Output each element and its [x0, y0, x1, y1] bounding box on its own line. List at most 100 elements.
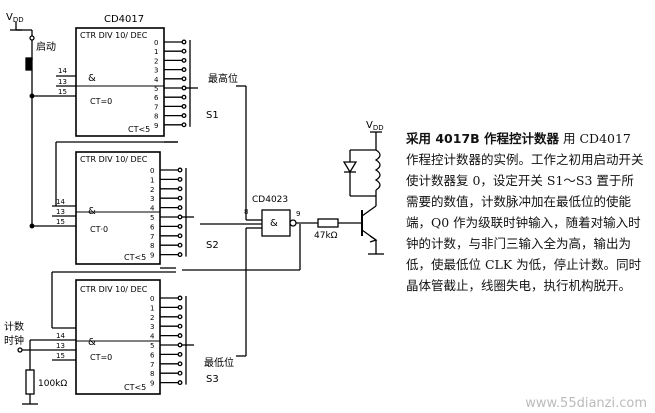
- switch-contact-3-5[interactable]: [177, 342, 183, 348]
- counter-title-2: CTR DIV 10/ DEC: [80, 155, 148, 164]
- switch-contact-2-0[interactable]: [177, 167, 183, 173]
- output-digit-2-4: 4: [150, 205, 155, 213]
- output-digit-3-2: 2: [150, 314, 154, 322]
- switch-contact-3-3[interactable]: [177, 323, 183, 329]
- description-title: 采用 4017B 作程控计数器: [406, 131, 560, 146]
- switch-contact-1-4[interactable]: [181, 76, 187, 82]
- output-digit-1-3: 3: [154, 67, 158, 75]
- switch-contact-1-8[interactable]: [181, 113, 187, 119]
- output-digit-2-7: 7: [150, 233, 154, 241]
- output-digit-3-0: 0: [150, 295, 154, 303]
- output-digit-3-3: 3: [150, 323, 154, 331]
- switch-contact-1-0[interactable]: [181, 39, 187, 45]
- switch-contact-2-9[interactable]: [177, 252, 183, 258]
- nand-gate: CD4023 & 8 9 47kΩ: [244, 195, 362, 241]
- counter-title-1: CTR DIV 10/ DEC: [80, 31, 148, 40]
- switch-contact-3-2[interactable]: [177, 314, 183, 320]
- counter-chip-1: CD4017 CTR DIV 10/ DEC CT=0 CT<5 &: [75, 14, 165, 137]
- switch-contact-1-9[interactable]: [181, 122, 187, 128]
- output-digit-1-1: 1: [154, 48, 158, 56]
- output-digit-1-0: 0: [154, 39, 158, 47]
- chip-top-label: CD4017: [104, 14, 144, 25]
- counter-chip-3: CTR DIV 10/ DEC CT=0 CT<5 &: [75, 279, 161, 395]
- output-digit-3-6: 6: [150, 351, 155, 359]
- clk-label-2: 时钟: [4, 334, 24, 347]
- switch-contact-2-6[interactable]: [177, 223, 183, 229]
- switch-contact-1-7[interactable]: [181, 103, 187, 109]
- switch-contact-2-3[interactable]: [177, 195, 183, 201]
- output-digit-1-7: 7: [154, 103, 158, 111]
- counter-chip-2: CTR DIV 10/ DEC CT·0 CT<5 &: [75, 151, 161, 265]
- description-text: 用 CD4017 作程控计数器的实例。工作之初用启动开关使计数器复 0，设定开关…: [406, 131, 644, 293]
- and-chip-label: CD4023: [252, 195, 288, 205]
- vdd-start-circuit: VDD 启动 14 13 15 14 13 15: [6, 12, 76, 229]
- output-digit-1-9: 9: [154, 122, 158, 130]
- output-digit-2-8: 8: [150, 242, 154, 250]
- pin13-2: 13: [56, 208, 65, 216]
- switch-contact-3-0[interactable]: [177, 295, 183, 301]
- pin14-1: 14: [58, 67, 67, 75]
- ct-lt5-1: CT<5: [128, 125, 150, 134]
- switch-contact-2-4[interactable]: [177, 205, 183, 211]
- switch-contact-1-3[interactable]: [181, 67, 187, 73]
- output-digit-2-1: 1: [150, 176, 154, 184]
- pin14-3: 14: [56, 332, 65, 340]
- pin13-3: 13: [56, 342, 65, 350]
- clock-input: 计数 时钟 100kΩ 14 13 15: [4, 320, 76, 405]
- output-digit-3-9: 9: [150, 380, 154, 388]
- s3-label: S3: [206, 374, 219, 385]
- output-digit-3-5: 5: [150, 342, 154, 350]
- output-digit-2-5: 5: [150, 214, 154, 222]
- switch-contact-3-4[interactable]: [177, 333, 183, 339]
- output-digit-1-6: 6: [154, 94, 159, 102]
- output-digit-3-1: 1: [150, 304, 154, 312]
- ct-zero-1: CT=0: [90, 97, 112, 106]
- switch-contact-2-5[interactable]: [177, 214, 183, 220]
- switch-bus: [51, 85, 301, 357]
- start-label: 启动: [36, 40, 56, 53]
- switch-contact-2-2[interactable]: [177, 186, 183, 192]
- output-digit-1-4: 4: [154, 76, 159, 84]
- switch-contact-3-9[interactable]: [177, 380, 183, 386]
- pin14-2: 14: [56, 198, 65, 206]
- description: 采用 4017B 作程控计数器 用 CD4017 作程控计数器的实例。工作之初用…: [406, 128, 646, 296]
- vdd-label-left: VDD: [6, 12, 24, 24]
- vdd-label-right: VDD: [366, 120, 384, 132]
- pin15-1: 15: [58, 88, 67, 96]
- switch-contact-3-8[interactable]: [177, 370, 183, 376]
- output-digit-3-4: 4: [150, 333, 155, 341]
- amp-3: &: [88, 337, 96, 348]
- ct-zero-3: CT=0: [90, 353, 112, 362]
- switch-contact-2-8[interactable]: [177, 242, 183, 248]
- amp-1: &: [88, 73, 96, 84]
- relay-driver: VDD: [342, 120, 384, 255]
- switch-contact-1-1[interactable]: [181, 48, 187, 54]
- output-digit-3-7: 7: [150, 361, 154, 369]
- s1-label: S1: [206, 110, 219, 121]
- output-digit-1-5: 5: [154, 85, 158, 93]
- switch-contact-3-1[interactable]: [177, 304, 183, 310]
- ct-lt5-2: CT<5: [124, 253, 146, 262]
- switch-contact-1-6[interactable]: [181, 94, 187, 100]
- output-digit-1-8: 8: [154, 113, 158, 121]
- pin15-3: 15: [56, 352, 65, 360]
- output-digit-2-0: 0: [150, 167, 154, 175]
- switch-contact-3-6[interactable]: [177, 351, 183, 357]
- output-digit-1-2: 2: [154, 57, 158, 65]
- pin13-1: 13: [58, 78, 67, 86]
- ct-zero-2: CT·0: [90, 225, 108, 234]
- pin15-2: 15: [56, 218, 65, 226]
- switch-contact-1-2[interactable]: [181, 57, 187, 63]
- output-digit-2-2: 2: [150, 186, 154, 194]
- switch-contact-2-1[interactable]: [177, 176, 183, 182]
- watermark: www.55dianzi.com: [525, 396, 647, 411]
- switch-contact-2-7[interactable]: [177, 233, 183, 239]
- counter-title-3: CTR DIV 10/ DEC: [80, 285, 148, 294]
- switch-contact-1-5[interactable]: [181, 85, 187, 91]
- output-digit-2-3: 3: [150, 195, 154, 203]
- switch-contact-3-7[interactable]: [177, 361, 183, 367]
